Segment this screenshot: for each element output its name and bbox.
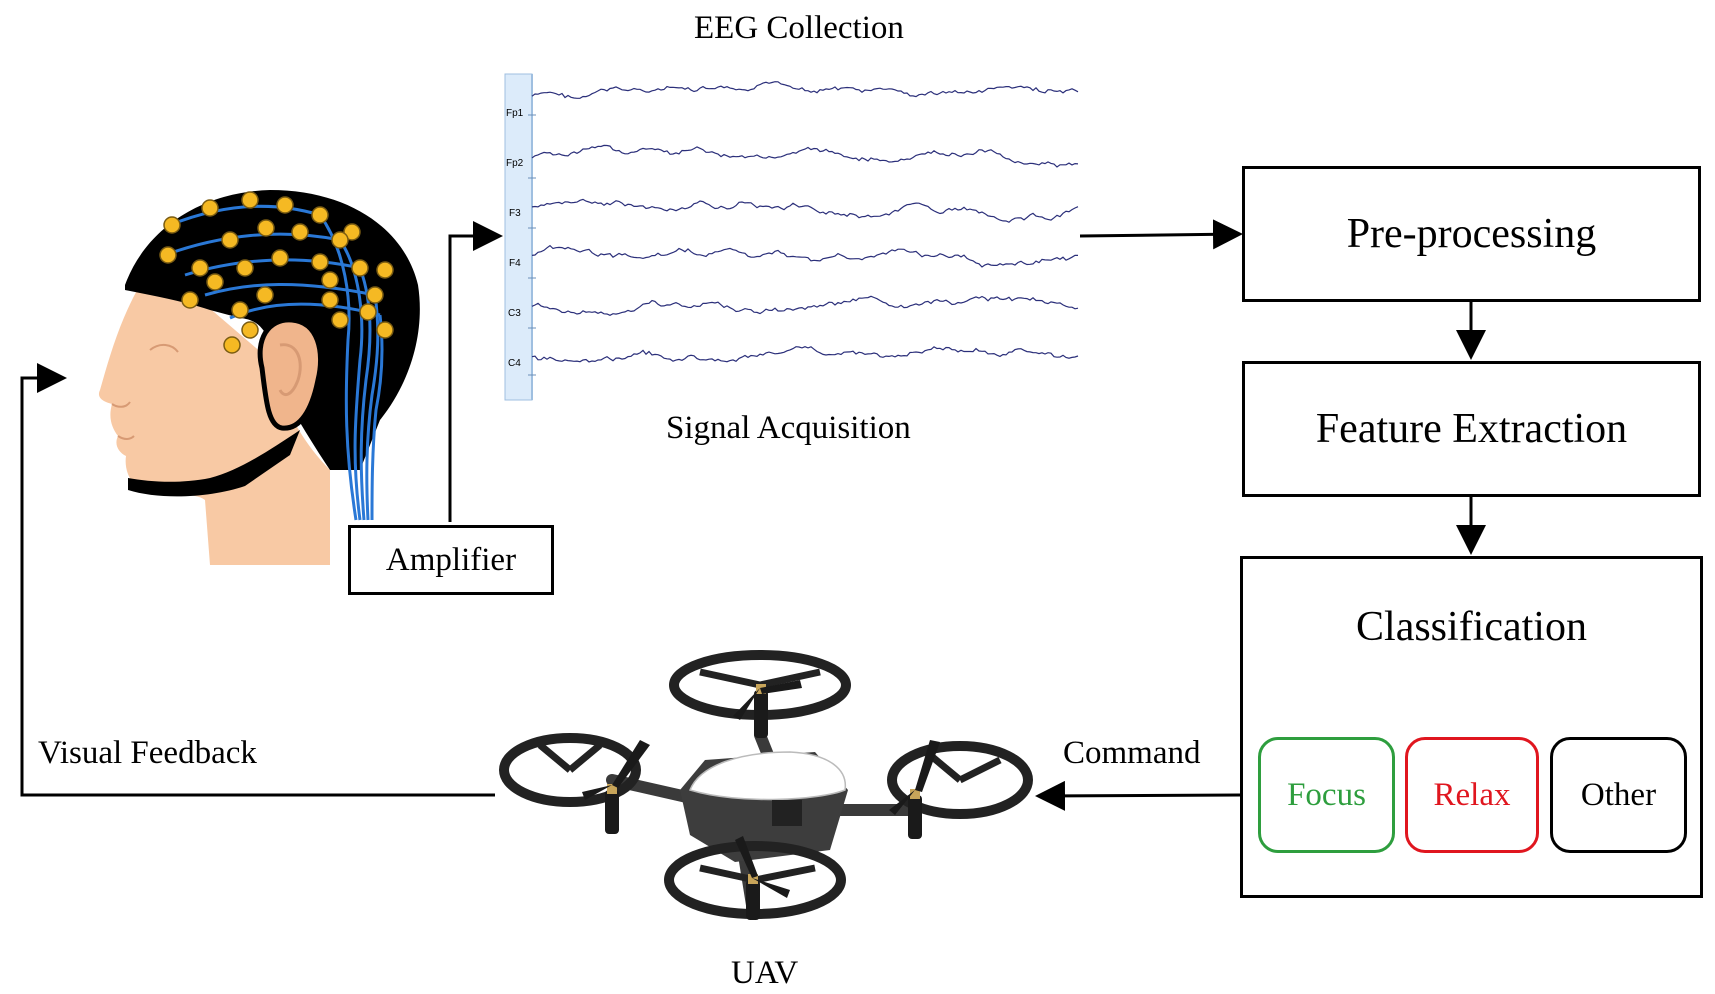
uav-drone-icon [499, 650, 1033, 920]
amplifier-to-eeg-arrow [448, 221, 503, 522]
eeg-trace-fp1 [531, 81, 1079, 99]
eeg-trace-f3 [531, 198, 1079, 223]
feature-extraction-label: Feature Extraction [1315, 406, 1628, 452]
class-focus-label: Focus [1287, 776, 1366, 813]
eeg-trace-c3 [531, 295, 1079, 316]
chin-strap [128, 430, 300, 497]
eeg-channel-label: Fp1 [506, 108, 524, 119]
eeg-signal-panel [504, 73, 1079, 401]
eeg-trace-fp2 [531, 144, 1079, 168]
eeg-to-preprocessing-arrow [1079, 219, 1243, 250]
classification-to-uav-arrow [1035, 780, 1241, 811]
eeg-channel-label: C3 [508, 308, 521, 319]
feature-extraction-box: Feature Extraction [1242, 361, 1701, 497]
uav-to-head-feedback-arrow [20, 363, 495, 797]
classification-label: Classification [1356, 604, 1587, 650]
eeg-channel-label: F4 [509, 258, 521, 269]
electrodes [159, 191, 394, 354]
signal-acquisition-label: Signal Acquisition [666, 410, 911, 446]
class-relax-label: Relax [1433, 776, 1511, 813]
head-with-eeg-cap-icon [98, 190, 420, 565]
uav-label: UAV [731, 955, 799, 991]
eeg-trace-f4 [531, 244, 1078, 268]
amplifier-box: Amplifier [348, 525, 554, 595]
eeg-channel-label: C4 [508, 358, 521, 369]
eeg-traces [528, 81, 1079, 376]
amplifier-label: Amplifier [385, 541, 517, 578]
visual-feedback-label: Visual Feedback [38, 735, 257, 771]
eeg-channel-label: Fp2 [506, 158, 524, 169]
class-other-label: Other [1580, 776, 1657, 813]
command-label: Command [1063, 735, 1201, 771]
preprocessing-box: Pre-processing [1242, 166, 1701, 302]
preprocessing-label: Pre-processing [1346, 211, 1597, 257]
eeg-channel-label: F3 [509, 208, 521, 219]
class-other-pill: Other [1550, 737, 1687, 853]
class-relax-pill: Relax [1405, 737, 1539, 853]
eeg-trace-c4 [531, 346, 1079, 363]
eeg-collection-title: EEG Collection [694, 10, 904, 46]
ear [257, 317, 323, 431]
head-skin [98, 285, 330, 565]
class-focus-pill: Focus [1258, 737, 1395, 853]
